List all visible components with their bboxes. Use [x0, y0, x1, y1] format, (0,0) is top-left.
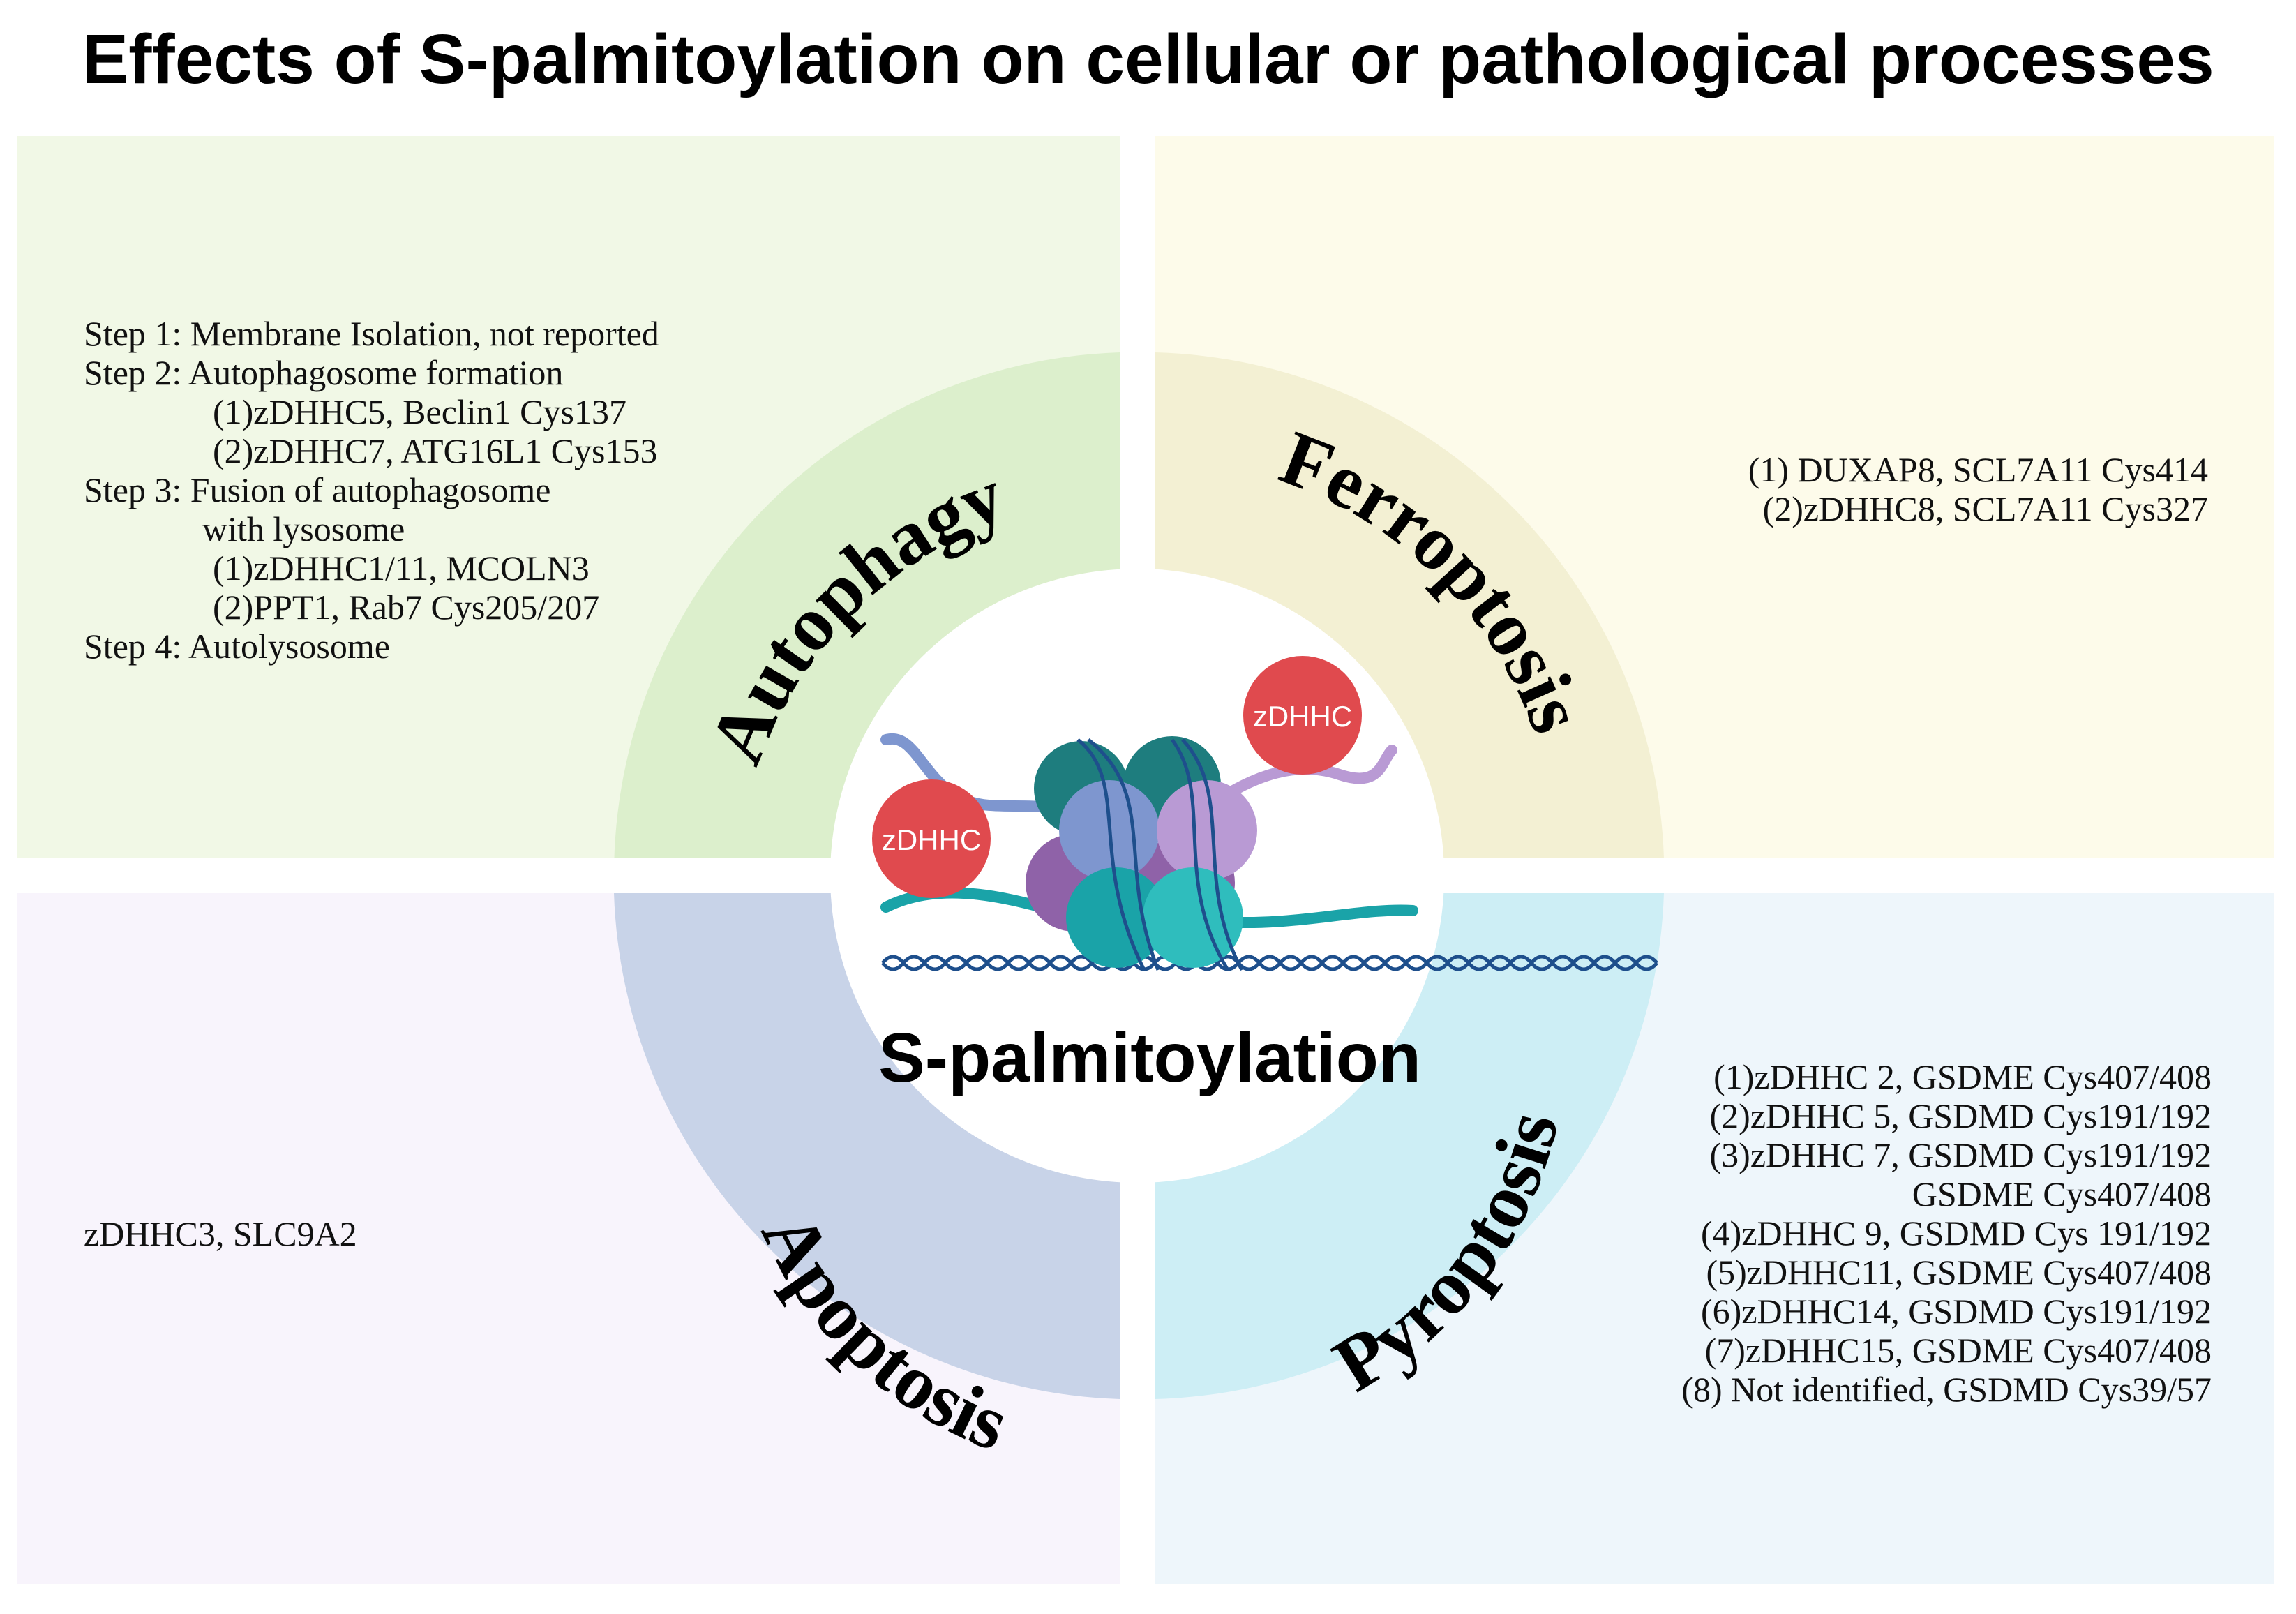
- histone-core-purple: [1157, 780, 1257, 881]
- pyroptosis-line: (1)zDHHC 2, GSDME Cys407/408: [1713, 1057, 2212, 1096]
- autophagy-line: Step 3: Fusion of autophagosome: [84, 470, 551, 509]
- pyroptosis-line: (3)zDHHC 7, GSDMD Cys191/192: [1709, 1135, 2212, 1174]
- pyroptosis-line: (8) Not identified, GSDMD Cys39/57: [1681, 1370, 2212, 1409]
- dna-helix: [881, 955, 1658, 971]
- ferroptosis-ring: [1155, 352, 1664, 858]
- autophagy-line: with lysosome: [202, 509, 405, 548]
- autophagy-line: (1)zDHHC5, Beclin1 Cys137: [213, 392, 626, 431]
- autophagy-line: Step 4: Autolysosome: [84, 627, 390, 666]
- histone-core-teal-left: [1066, 867, 1166, 968]
- pyroptosis-ring: [1155, 893, 1664, 1399]
- apoptosis-list: zDHHC3, SLC9A2: [84, 1214, 357, 1253]
- histone-tail-right-purple: [1208, 745, 1397, 808]
- ferroptosis-line: (2)zDHHC8, SCL7A11 Cys327: [1762, 489, 2208, 528]
- center-label: S-palmitoylation: [878, 1019, 1421, 1097]
- autophagy-ring: [613, 352, 1120, 876]
- apoptosis-ring: [614, 893, 1120, 1399]
- pyroptosis-line: (2)zDHHC 5, GSDMD Cys191/192: [1709, 1096, 2212, 1135]
- page-title: Effects of S-palmitoylation on cellular …: [82, 20, 2214, 98]
- pyroptosis-line: (5)zDHHC11, GSDME Cys407/408: [1706, 1253, 2212, 1292]
- pyroptosis-list: (1)zDHHC 2, GSDME Cys407/408 (2)zDHHC 5,…: [1395, 1057, 2212, 1409]
- ferroptosis-list: (1) DUXAP8, SCL7A11 Cys414 (2)zDHHC8, SC…: [1451, 450, 2208, 528]
- autophagy-line: (1)zDHHC1/11, MCOLN3: [213, 548, 590, 588]
- dna-wrap: [1076, 738, 1244, 971]
- zdhhc-label-left: zDHHC: [882, 823, 981, 856]
- autophagy-line: (2)zDHHC7, ATG16L1 Cys153: [213, 431, 658, 470]
- pyroptosis-line: (6)zDHHC14, GSDMD Cys191/192: [1701, 1292, 2212, 1331]
- autophagy-line: (2)PPT1, Rab7 Cys205/207: [213, 588, 600, 627]
- nucleosome-illustration: zDHHC zDHHC: [872, 656, 1658, 971]
- zdhhc-enzyme-right: zDHHC: [1243, 656, 1362, 775]
- autophagy-line: Step 2: Autophagosome formation: [84, 353, 564, 392]
- histone-core-teal-right: [1143, 867, 1243, 968]
- zdhhc-enzyme-left: zDHHC: [872, 779, 991, 898]
- pyroptosis-line: (4)zDHHC 9, GSDMD Cys 191/192: [1701, 1213, 2212, 1253]
- autophagy-line: Step 1: Membrane Isolation, not reported: [84, 314, 659, 353]
- ferroptosis-line: (1) DUXAP8, SCL7A11 Cys414: [1748, 450, 2208, 489]
- pyroptosis-line: GSDME Cys407/408: [1912, 1174, 2212, 1213]
- autophagy-steps: Step 1: Membrane Isolation, not reported…: [84, 314, 659, 666]
- apoptosis-line: zDHHC3, SLC9A2: [84, 1214, 357, 1253]
- pyroptosis-line: (7)zDHHC15, GSDME Cys407/408: [1704, 1331, 2212, 1370]
- zdhhc-label-right: zDHHC: [1253, 700, 1352, 733]
